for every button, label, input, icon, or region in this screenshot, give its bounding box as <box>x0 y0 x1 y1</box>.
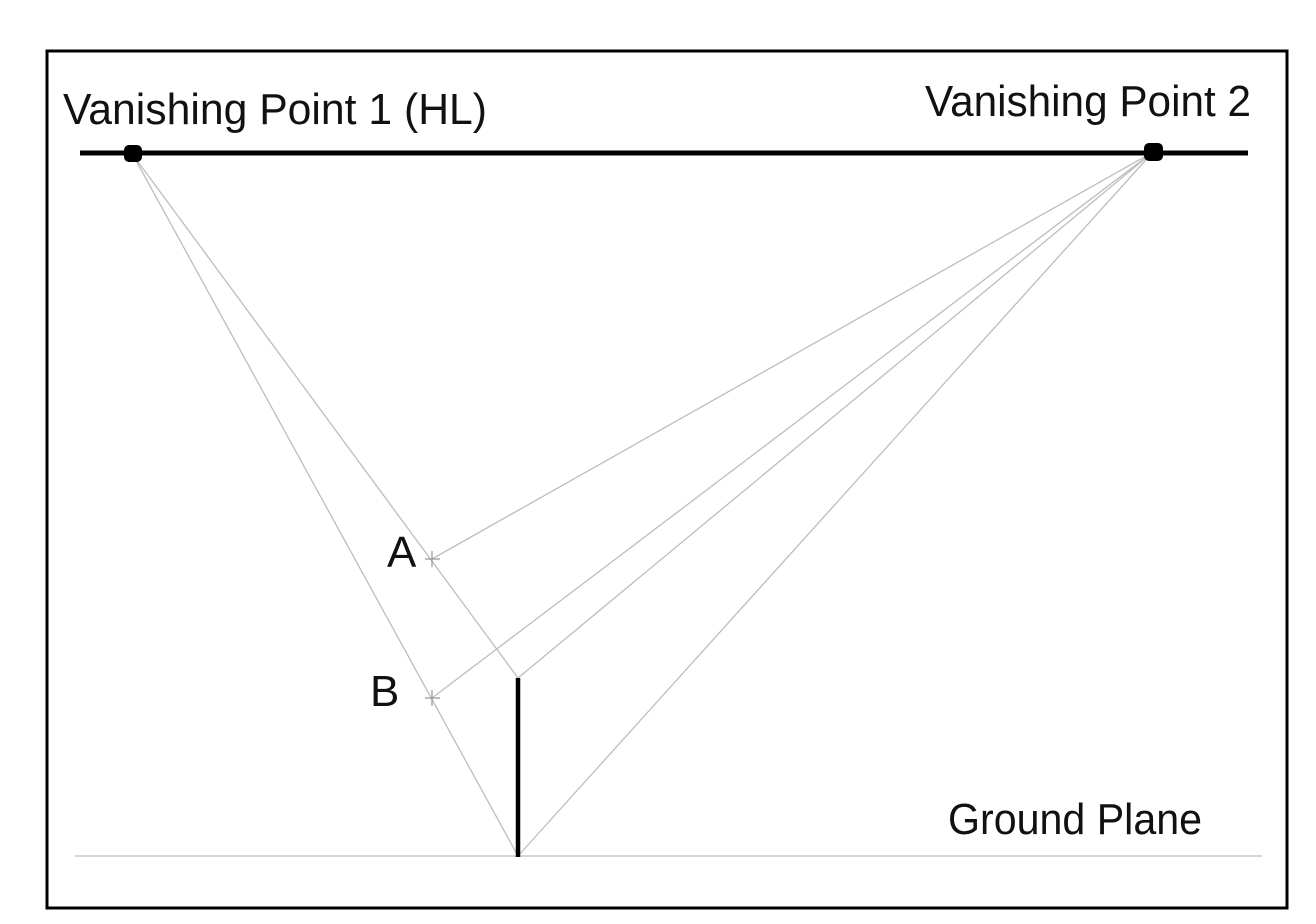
vp1-line-to-edge-bottom <box>132 154 519 857</box>
point-a-label: A <box>387 528 417 577</box>
vanishing-point-2-dot <box>1144 143 1163 161</box>
vp2-line-to-point-b <box>431 151 1154 699</box>
point-b-marker <box>425 690 440 706</box>
vp1-construction-lines <box>132 154 519 857</box>
vp1-line-to-edge-top <box>132 154 519 679</box>
vanishing-point-1-label: Vanishing Point 1 (HL) <box>63 85 487 134</box>
point-a-marker <box>425 551 440 567</box>
vanishing-point-1-dot <box>124 145 142 162</box>
point-b-label: B <box>370 667 399 716</box>
vp2-line-to-edge-top <box>517 151 1154 679</box>
ground-plane-label: Ground Plane <box>948 795 1202 844</box>
vanishing-point-2-label: Vanishing Point 2 <box>925 77 1251 126</box>
vp2-construction-lines <box>431 151 1154 857</box>
vp2-line-to-point-a <box>431 151 1154 560</box>
vp2-line-to-edge-bottom <box>517 151 1154 857</box>
diagram-frame <box>45 49 1289 910</box>
